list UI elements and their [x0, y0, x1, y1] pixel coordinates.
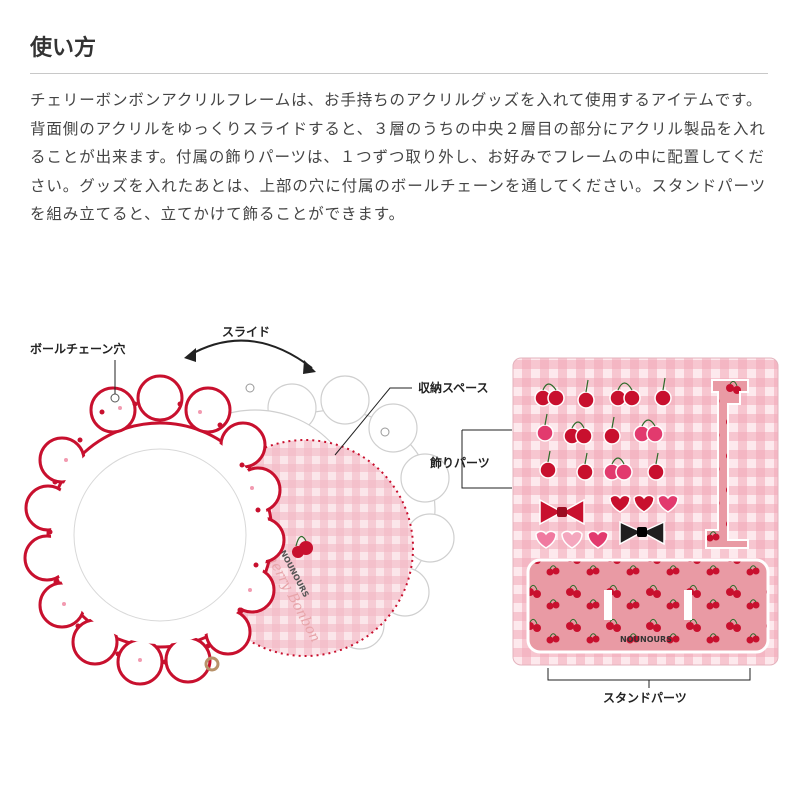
- instructions-paragraph: チェリーボンボンアクリルフレームは、お手持ちのアクリルグッズを入れて使用するアイ…: [30, 91, 766, 223]
- ball-chain-hole-label: ボールチェーン穴: [30, 341, 125, 356]
- decoration-parts-label: 飾りパーツ: [430, 455, 490, 470]
- stand-parts-label: スタンドパーツ: [603, 691, 687, 705]
- storage-space-label: 収納スペース: [418, 380, 489, 395]
- brand-text-stand: NOUNOURS: [620, 635, 672, 644]
- cherry-parts: [534, 377, 672, 481]
- heart-parts: [535, 494, 679, 549]
- back-hole: [380, 427, 390, 437]
- slide-label: スライド: [222, 325, 270, 339]
- red-bow-part: [539, 498, 585, 526]
- slide-arrow: [187, 339, 313, 369]
- product-diagram: Cherry Bonbon NOUNOURS: [23, 325, 779, 705]
- stand-base-part: NOUNOURS: [526, 558, 770, 654]
- ball-chain-ring: [204, 656, 220, 672]
- mid-hole: [245, 383, 255, 393]
- parts-sheet: NOUNOURS: [512, 357, 779, 666]
- page-title: 使い方: [30, 36, 97, 61]
- front-frame: [23, 374, 286, 686]
- stand-leg-part: [705, 379, 749, 549]
- title-divider: [30, 73, 768, 74]
- ball-chain-hole: [110, 393, 120, 403]
- black-bow-part: [619, 520, 665, 546]
